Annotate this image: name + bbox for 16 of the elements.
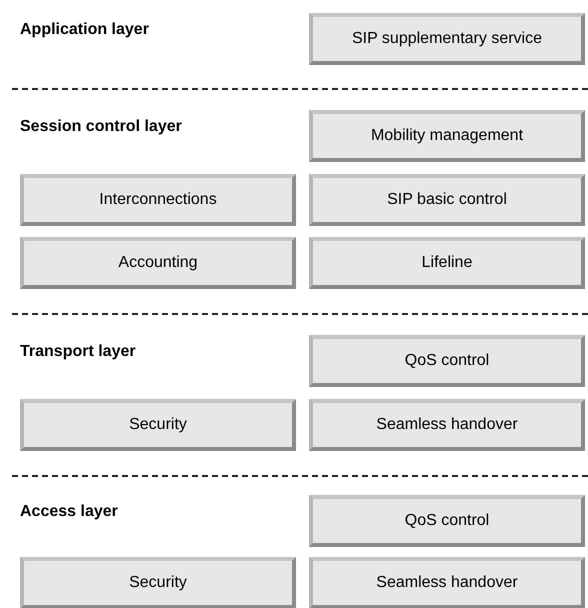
layer-title: Access layer bbox=[20, 502, 118, 522]
function-box: Mobility management bbox=[309, 110, 585, 162]
function-box: Interconnections bbox=[20, 174, 296, 226]
function-box: Security bbox=[20, 557, 296, 608]
function-box: Accounting bbox=[20, 237, 296, 289]
layer-title: Session control layer bbox=[20, 117, 182, 137]
layer-title: Application layer bbox=[20, 20, 149, 40]
function-box: Security bbox=[20, 399, 296, 451]
function-box: Lifeline bbox=[309, 237, 585, 289]
function-box: QoS control bbox=[309, 495, 585, 547]
layer-title: Transport layer bbox=[20, 342, 136, 362]
function-box: SIP supplementary service bbox=[309, 13, 585, 65]
function-box: Seamless handover bbox=[309, 557, 585, 608]
function-box: Seamless handover bbox=[309, 399, 585, 451]
function-box: QoS control bbox=[309, 335, 585, 387]
function-box: SIP basic control bbox=[309, 174, 585, 226]
